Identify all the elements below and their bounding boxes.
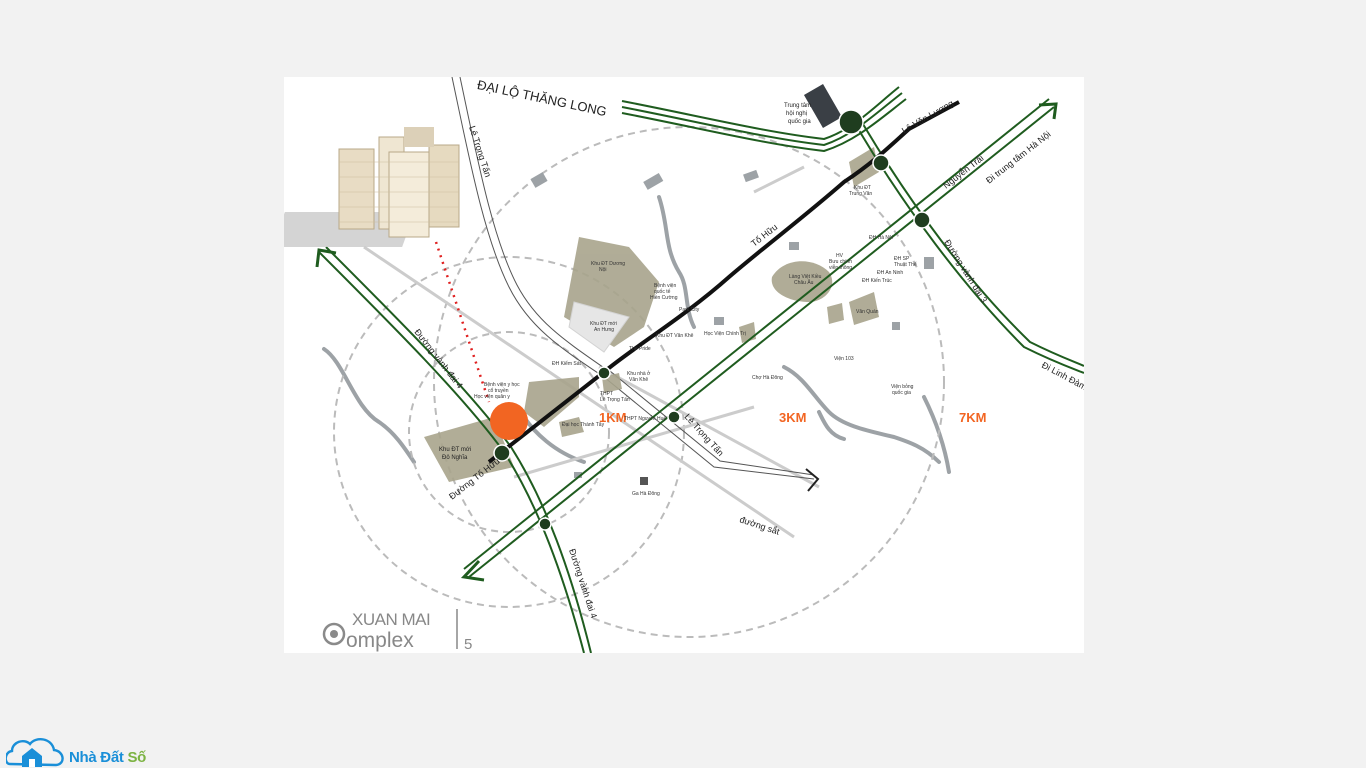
label-dh-ha-noi: ĐH Hà Nội xyxy=(869,235,893,241)
label-hv-buu-chinh: HV Bưu chính viễn thông xyxy=(829,253,853,271)
label-le-van-luong: Lê Văn Lương xyxy=(900,98,955,136)
label-ga-ha-dong: Ga Hà Đông xyxy=(632,491,660,497)
label-park-city: Park City xyxy=(679,307,700,313)
project-location-marker[interactable] xyxy=(490,402,528,440)
svg-text:XUAN MAI: XUAN MAI xyxy=(352,610,430,629)
label-vanh-dai-3: Đường vành đai 3 xyxy=(942,238,989,305)
label-dai-lo-thang-long: ĐẠI LỘ THĂNG LONG xyxy=(476,77,608,119)
label-to-huu: Tố Hữu xyxy=(749,222,779,249)
intersections xyxy=(493,109,931,531)
label-cho-ha-dong: Chợ Hà Đông xyxy=(752,375,783,381)
label-dh-sp-tdtt: ĐH SP Thuật Thể xyxy=(894,256,917,268)
label-benh-vien-y-hoc: Bệnh viện y học cổ truyền xyxy=(484,382,521,394)
label-di-trung-tam: Đi trung tâm Hà Nội xyxy=(984,129,1052,186)
label-dai-hoc-thanh-tay: Đại học Thành Tây xyxy=(562,422,605,428)
xuan-mai-complex-logo: XUAN MAI omplex 5 xyxy=(322,609,472,653)
ga-ha-dong-marker xyxy=(640,477,648,485)
distance-label-3km: 3KM xyxy=(779,410,806,425)
urban-areas xyxy=(424,147,879,482)
location-map: ĐẠI LỘ THĂNG LONG Lê Trọng Tấn Lê Văn Lư… xyxy=(284,77,1084,653)
label-thpt-le-trong-tan: THPT Lê Trọng Tấn xyxy=(600,391,630,403)
svg-text:5: 5 xyxy=(464,636,472,653)
building-blocks xyxy=(530,169,934,478)
label-lang-viet-kieu: Làng Việt Kiều Châu Âu xyxy=(789,274,823,286)
label-the-pride: The Pride xyxy=(629,346,651,352)
label-trung-tam-hnqg: Trung tâm hội nghị quốc gia xyxy=(784,103,813,125)
brand-name: Nhà Đất Số xyxy=(69,749,147,766)
label-khu-dt-an-hung: Khu ĐT mới An Hưng xyxy=(590,321,618,333)
label-van-quan: Văn Quán xyxy=(856,309,879,315)
cloud-icon xyxy=(6,738,64,767)
le-trong-tan-road-bottom xyxy=(603,370,820,492)
label-khu-dt-van-khe: Khu ĐT Văn Khê xyxy=(656,333,694,339)
nha-dat-so-logo xyxy=(6,738,64,767)
label-duong-sat: đường sắt xyxy=(738,514,781,536)
distance-label-1km: 1KM xyxy=(599,410,626,425)
label-khu-dt-duong-noi: Khu ĐT Dương Nội xyxy=(591,261,626,273)
label-khu-dt-trung-van: Khu ĐT Trung Văn xyxy=(849,185,872,197)
map-panel: ĐẠI LỘ THĂNG LONG Lê Trọng Tấn Lê Văn Lư… xyxy=(284,77,1084,653)
label-hoc-vien-chinh-tri: Học Viện Chính Trị xyxy=(704,331,746,337)
label-vien-103: Viện 103 xyxy=(834,356,854,362)
label-thpt-nguyen-hue: THPT Nguyễn Huệ xyxy=(624,415,666,422)
house-icon xyxy=(22,748,42,767)
ring-road-3 xyxy=(853,118,1084,374)
location-pointer-line xyxy=(434,241,491,403)
label-hoc-vien-quan-y: Học viện quân y xyxy=(474,394,510,400)
label-khu-dt-do-nghia: Khu ĐT mới Đô Nghĩa xyxy=(439,447,473,461)
conference-center-building xyxy=(803,84,843,128)
label-vien-bong: Viện bỏng quốc gia xyxy=(891,383,915,396)
le-trong-tan-road-top xyxy=(451,77,611,378)
label-nguyen-trai: Nguyễn Trãi xyxy=(941,153,985,191)
label-dh-kien-truc: ĐH Kiến Trúc xyxy=(862,278,892,284)
label-dh-kiem-sat: ĐH Kiểm Sát xyxy=(552,360,582,367)
svg-text:omplex: omplex xyxy=(346,629,414,652)
nguyen-trai-road xyxy=(460,98,1058,582)
distance-label-7km: 7KM xyxy=(959,410,986,425)
project-building-image xyxy=(284,127,460,247)
label-dh-an-ninh: ĐH An Ninh xyxy=(877,270,903,276)
label-khu-nha-o-van-khe: Khu nhà ở Văn Khê xyxy=(627,370,652,383)
thang-long-boulevard xyxy=(621,86,907,153)
label-benh-vien-qt: Bệnh viện quốc tế Hiền Cường xyxy=(650,283,678,301)
